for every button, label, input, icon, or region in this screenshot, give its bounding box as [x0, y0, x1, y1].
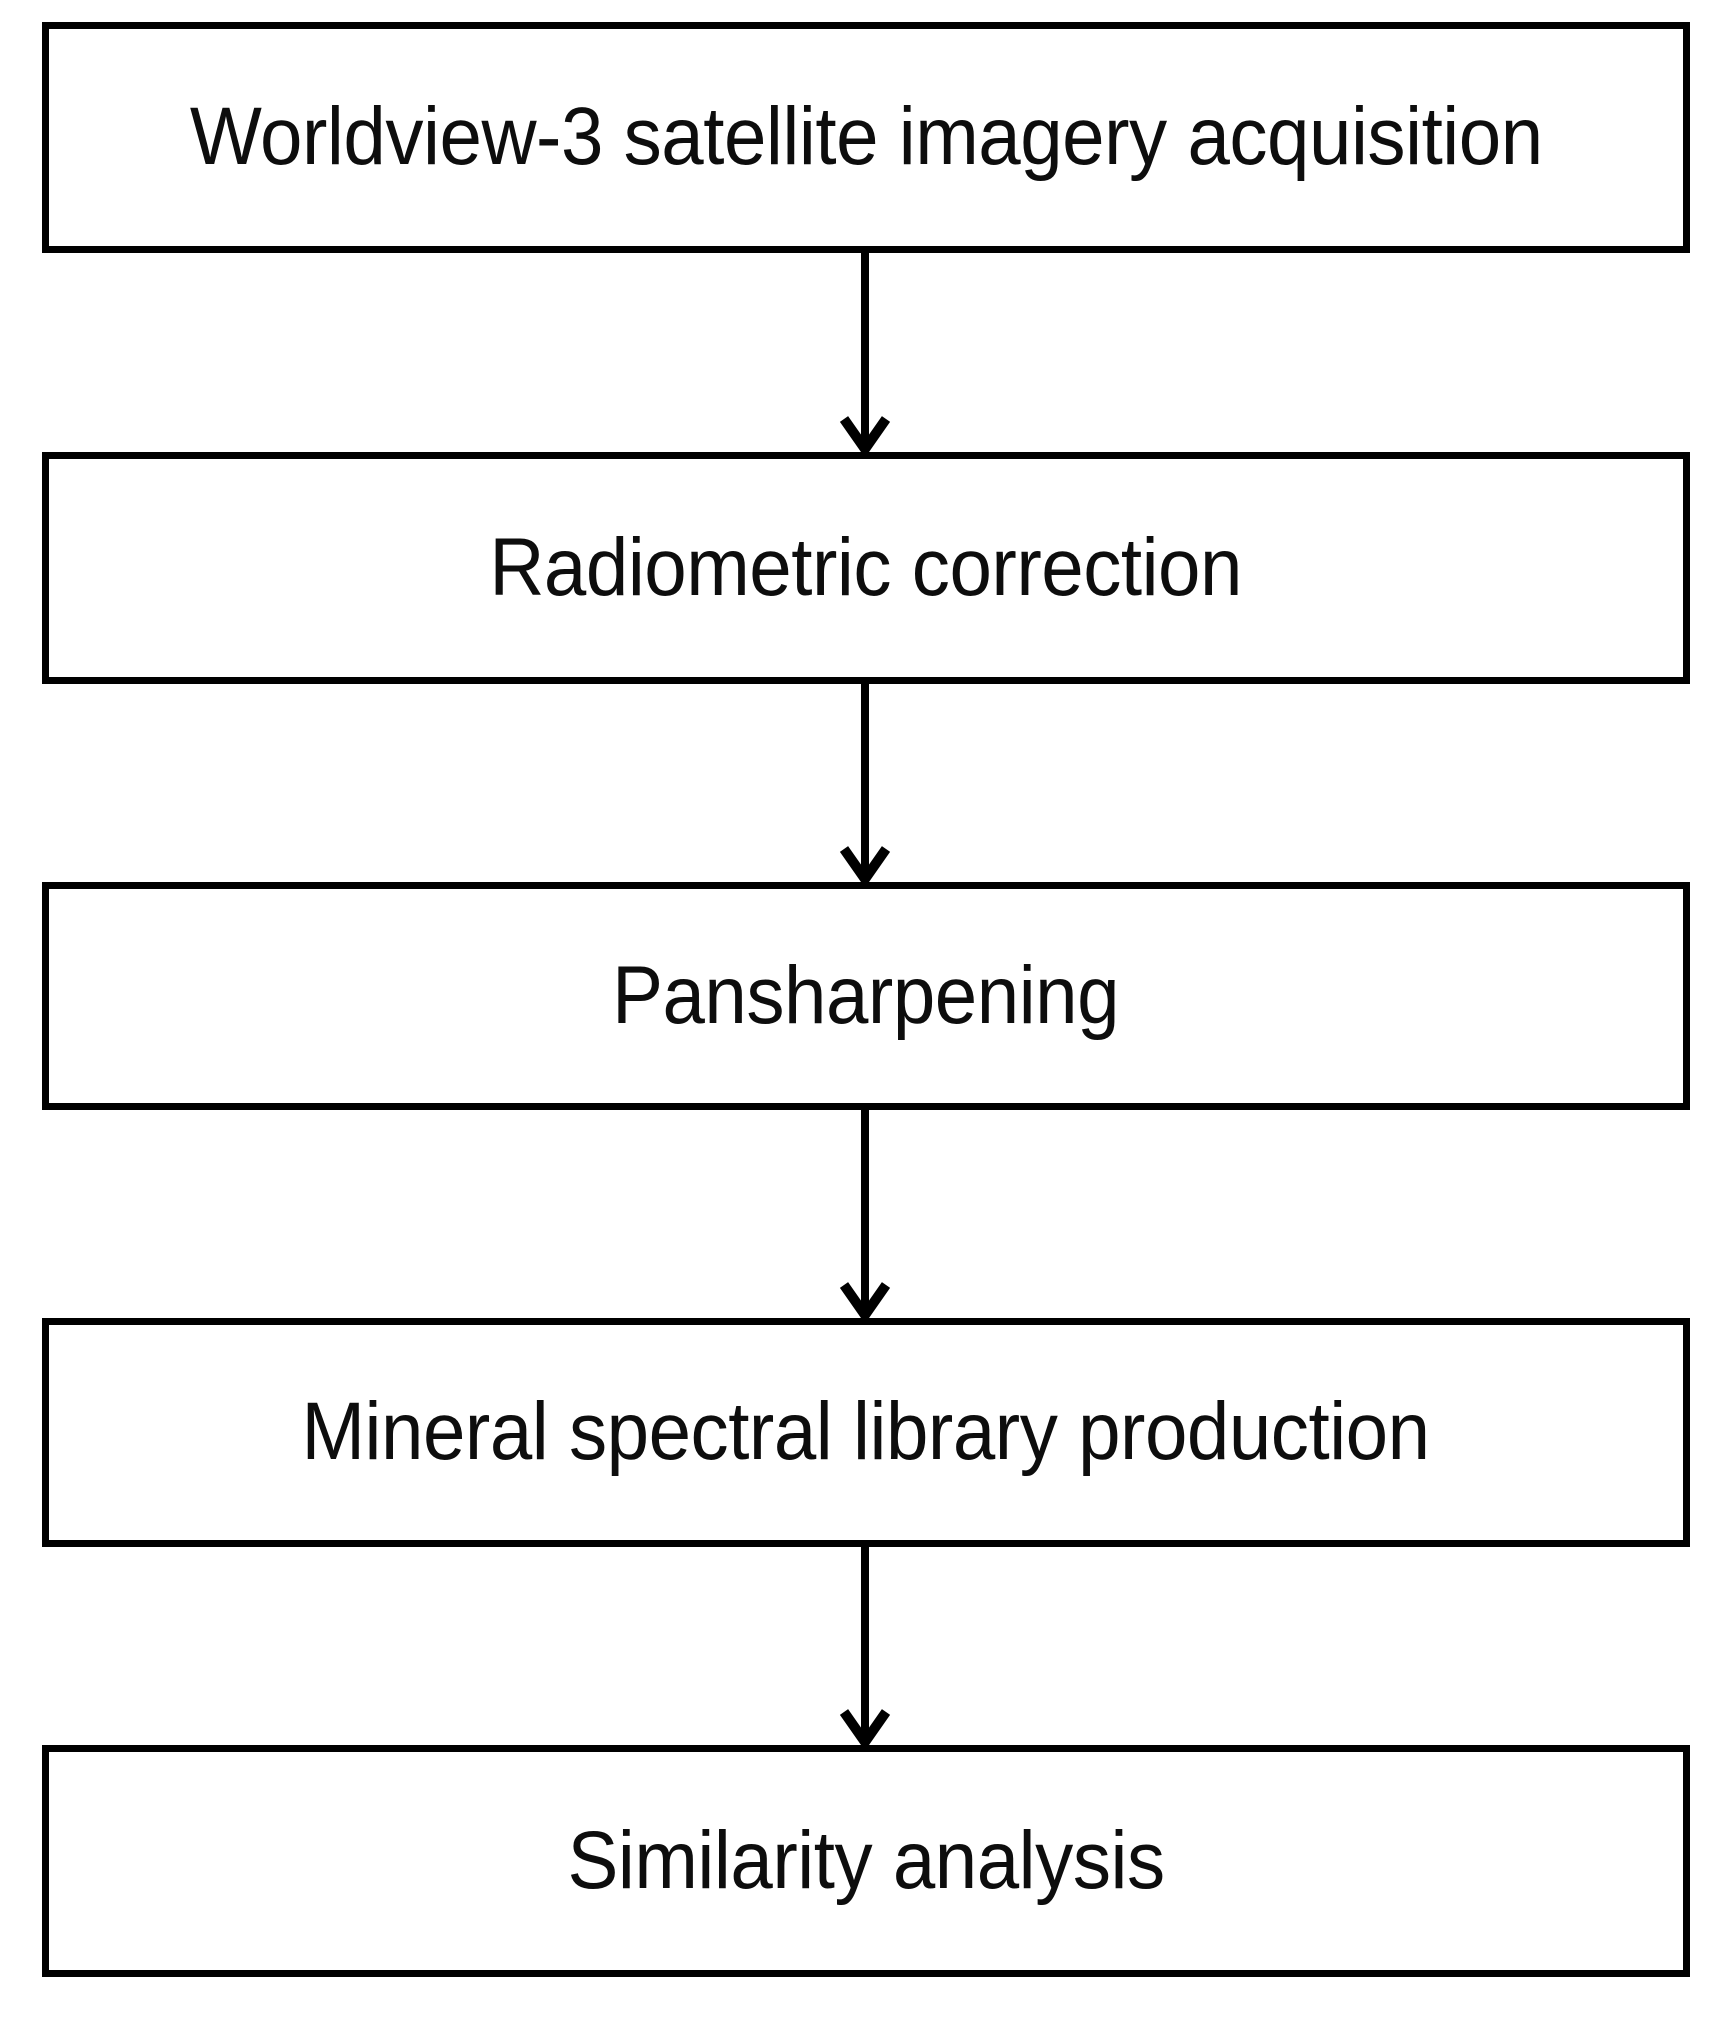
flowchart-node-label: Worldview-3 satellite imagery acquisitio… — [189, 91, 1543, 183]
arrow-node2-to-node3 — [833, 684, 897, 888]
flowchart-node-similarity-analysis[interactable]: Similarity analysis — [42, 1745, 1690, 1977]
flowchart-node-mineral-spectral-library-production[interactable]: Mineral spectral library production — [42, 1318, 1690, 1547]
flowchart-node-label: Radiometric correction — [489, 521, 1243, 613]
arrow-node3-to-node4 — [833, 1110, 897, 1324]
arrow-node1-to-node2 — [833, 253, 897, 458]
flowchart-node-radiometric-correction[interactable]: Radiometric correction — [42, 452, 1690, 684]
flowchart-node-label: Mineral spectral library production — [301, 1386, 1431, 1478]
flowchart-node-label: Similarity analysis — [567, 1814, 1165, 1906]
flowchart-node-pansharpening[interactable]: Pansharpening — [42, 882, 1690, 1110]
flowchart-node-worldview-3-satellite-imagery-acquisition[interactable]: Worldview-3 satellite imagery acquisitio… — [42, 22, 1690, 253]
arrow-node4-to-node5 — [833, 1547, 897, 1751]
flowchart-node-label: Pansharpening — [612, 949, 1120, 1041]
